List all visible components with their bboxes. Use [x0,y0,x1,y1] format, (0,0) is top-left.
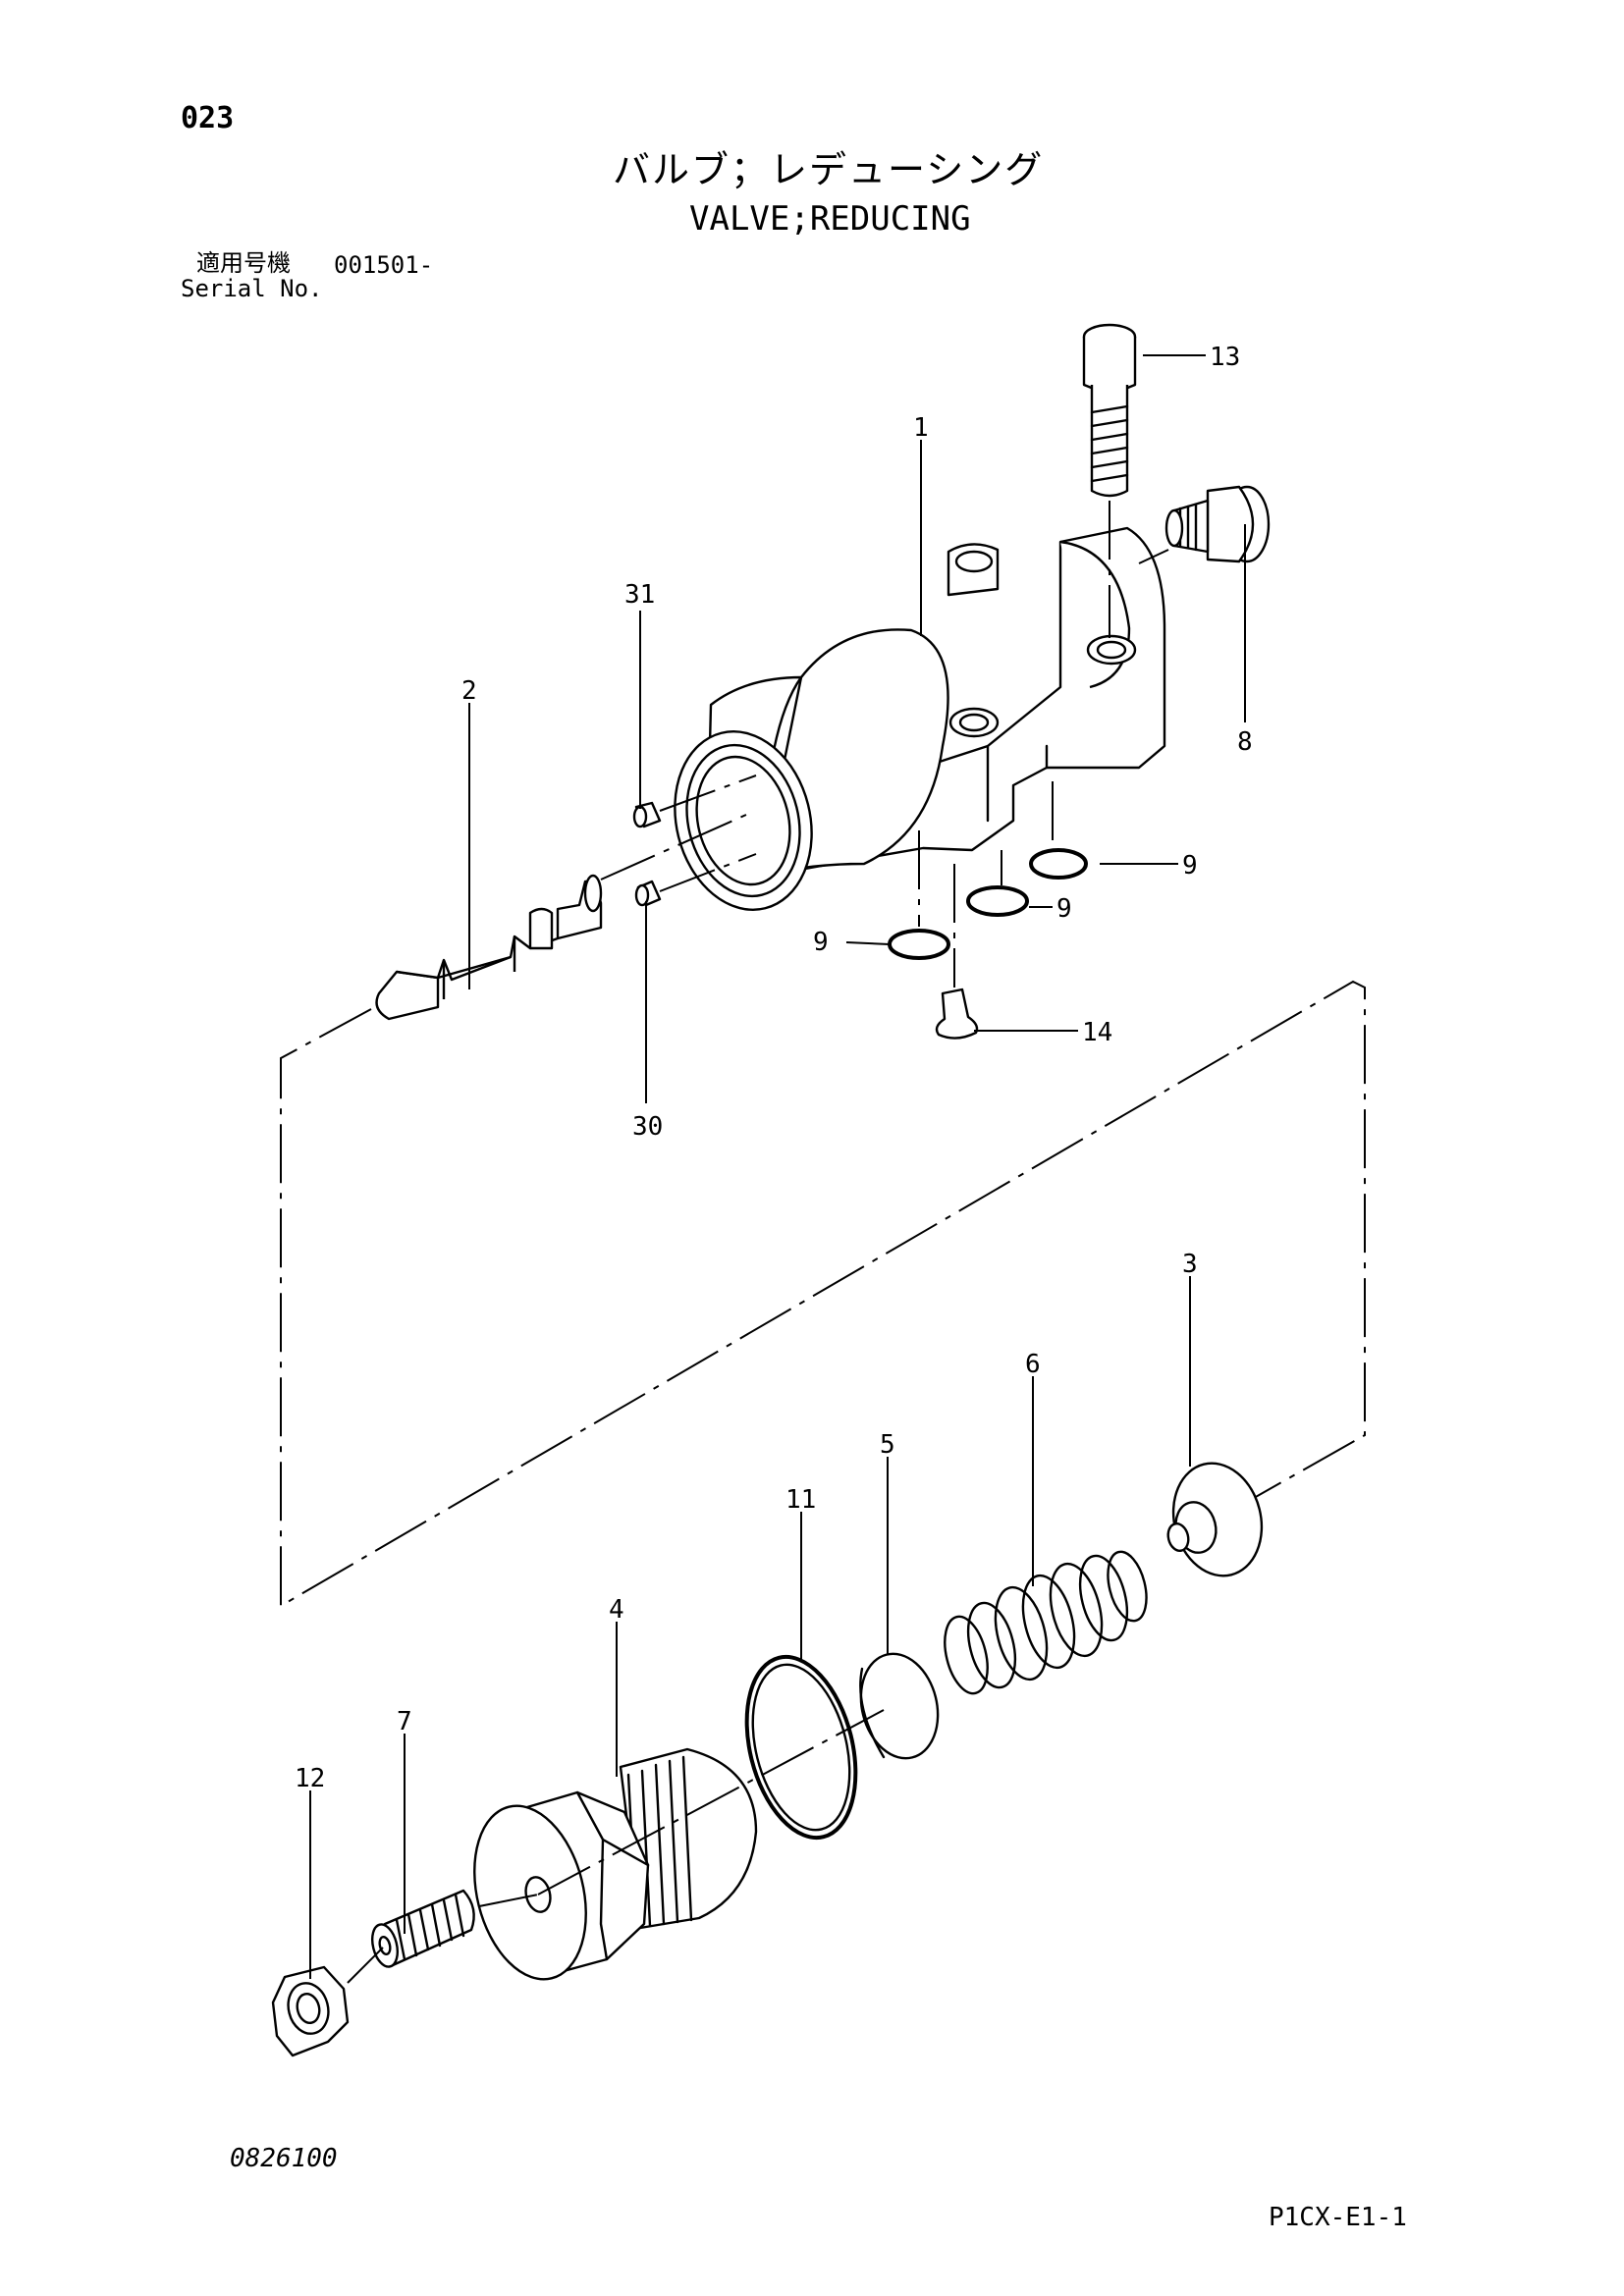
part-31-set-screw [632,774,757,828]
callout-9c: 9 [813,928,829,957]
part-12-hex-nut [271,1947,384,2057]
serial-label-english: Serial No. [181,275,323,302]
part-11-o-ring [744,1654,858,1841]
serial-label-japanese: 適用号機 [196,249,291,277]
callout-13: 13 [1210,343,1240,372]
callout-11: 11 [785,1485,816,1515]
callout-12: 12 [295,1764,325,1793]
part-14-flat-screw [935,864,979,1040]
part-6-spring [944,1550,1148,1695]
callout-31: 31 [624,580,655,610]
part-13-cap-screw [1082,323,1137,638]
part-9-o-ring-a [1029,781,1088,880]
callout-8: 8 [1237,727,1253,757]
sheet-code: P1CX-E1-1 [1269,2203,1407,2232]
part-2-spool [375,814,747,1021]
callout-labels: 1 2 3 4 5 6 7 8 9 9 9 11 12 13 14 30 31 [295,343,1253,1793]
callout-30: 30 [632,1112,663,1142]
callout-9a: 9 [1182,851,1198,881]
drawing-number: 0826100 [230,2144,338,2173]
callout-14: 14 [1082,1018,1112,1047]
serial-number: 001501- [334,251,434,279]
assembly-outline [280,980,1366,1608]
callout-6: 6 [1025,1350,1041,1379]
part-8-plug [1138,485,1271,564]
callout-2: 2 [461,676,477,706]
part-4-adjusting-plug [473,1709,885,1981]
title-japanese: バルブ；レデューシング [613,148,1045,191]
callout-5: 5 [880,1430,895,1460]
callout-1: 1 [913,413,929,443]
part-3-spring-seat [1166,1462,1264,1577]
part-7-adjusting-screw [370,1889,539,1968]
callout-7: 7 [397,1707,412,1736]
callout-4: 4 [609,1595,624,1625]
part-9-o-ring-b [966,850,1029,917]
callout-3: 3 [1182,1250,1198,1279]
page-number: 023 [181,101,235,135]
part-1-valve-body [674,526,1166,911]
title-english: VALVE;REDUCING [689,199,971,239]
part-30-set-screw [634,853,757,907]
leader-lines [309,354,1246,1979]
callout-9b: 9 [1056,894,1072,924]
part-5-disc [859,1652,940,1760]
